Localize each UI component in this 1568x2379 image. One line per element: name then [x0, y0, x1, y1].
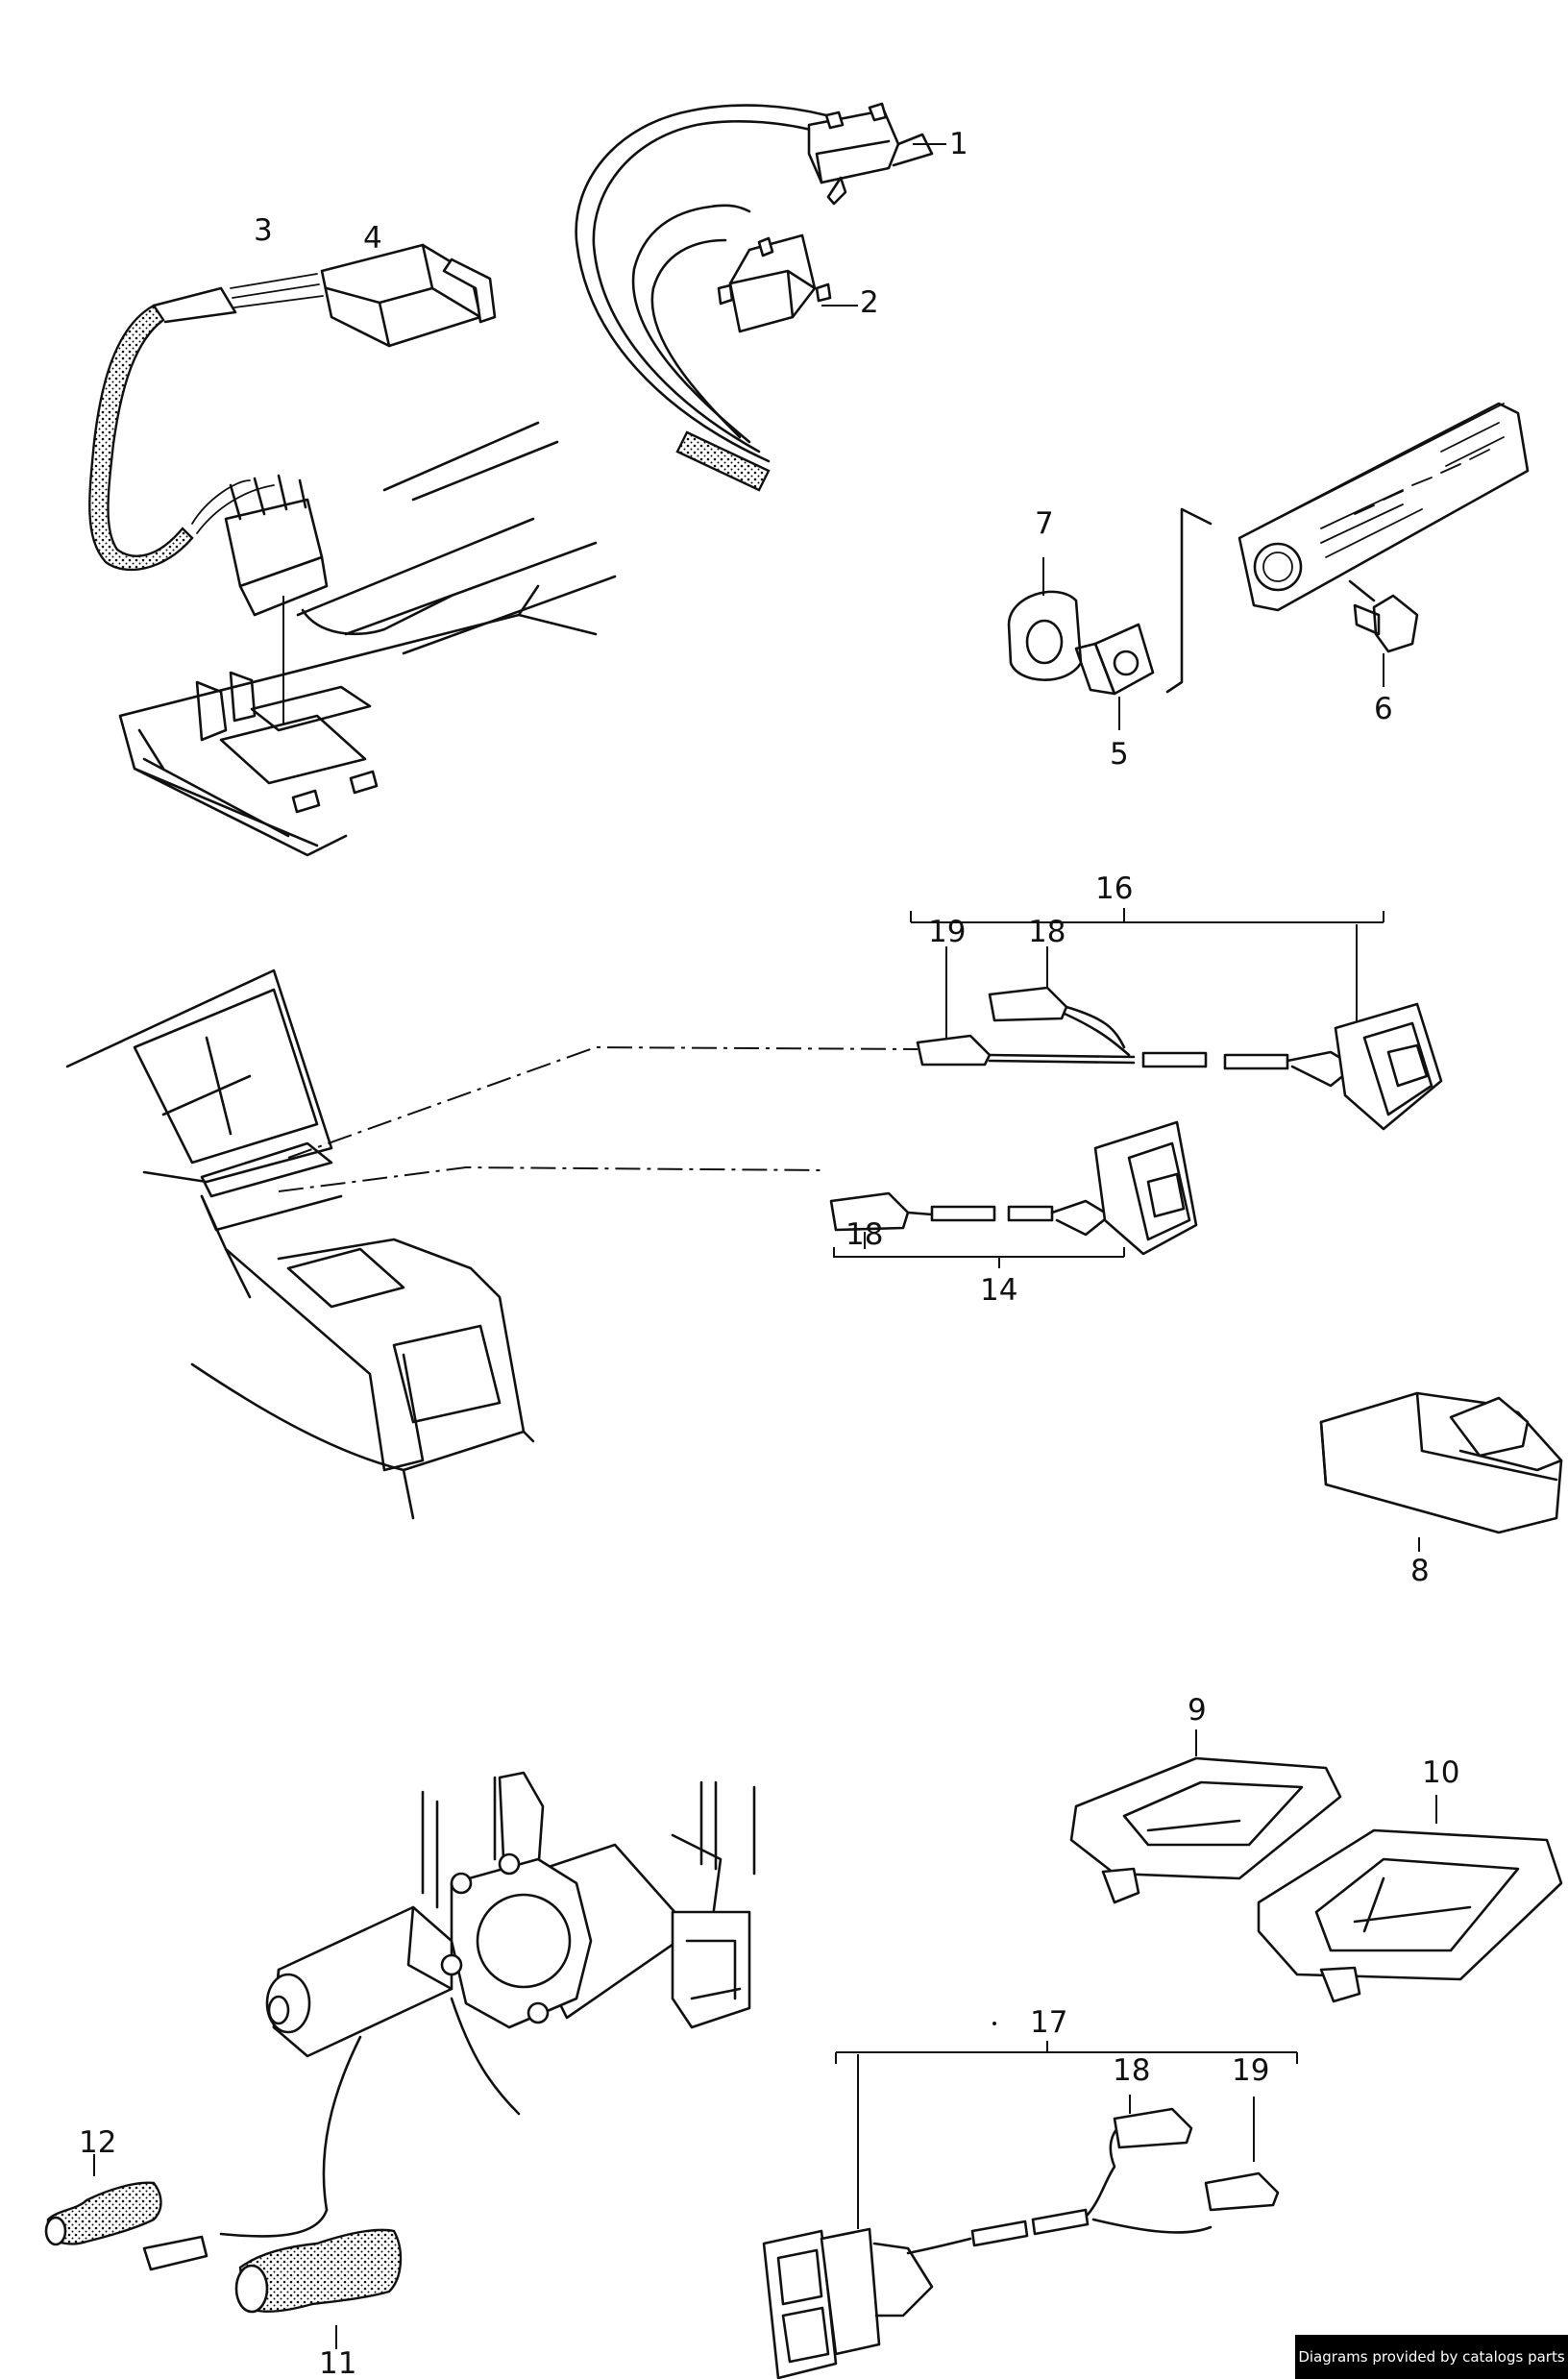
- console-switch-assembly: [88, 243, 617, 857]
- callout-14: 14: [980, 1273, 1017, 1308]
- callout-10: 10: [1422, 1755, 1459, 1790]
- window-motor-assembly: [44, 1771, 756, 2349]
- callout-18-lower: 18: [1113, 2053, 1150, 2088]
- center-console-assembly: [65, 969, 919, 1520]
- callout-labels: 1 2 3 4 5 6 7 8 9 10 11 12 14 16 17 18 1…: [79, 127, 1459, 2379]
- callout-18-upper: 18: [1028, 915, 1066, 949]
- switch-8: [1319, 1391, 1563, 1552]
- callout-3: 3: [254, 213, 273, 248]
- callout-6: 6: [1374, 692, 1393, 726]
- callout-8: 8: [1410, 1554, 1430, 1588]
- callout-4: 4: [363, 221, 382, 256]
- callout-1: 1: [949, 127, 968, 161]
- callout-16: 16: [1095, 871, 1133, 906]
- credit-banner: Diagrams provided by catalogs parts: [1295, 2335, 1568, 2379]
- callout-19-upper: 19: [928, 915, 966, 949]
- trim-frame-10: [1257, 1795, 1563, 2003]
- window-switch-harness-14: [829, 1120, 1198, 1268]
- callout-9: 9: [1188, 1693, 1207, 1728]
- micro-switch-assembly: [575, 102, 946, 492]
- callout-2: 2: [860, 285, 879, 320]
- callout-17: 17: [1030, 2005, 1067, 2040]
- callout-7: 7: [1035, 506, 1054, 541]
- callout-11: 11: [319, 2346, 356, 2379]
- window-switch-harness-16: [910, 908, 1443, 1131]
- window-switch-harness-17: [762, 2022, 1298, 2379]
- climate-panel-assembly: [1007, 402, 1530, 730]
- callout-18-middle: 18: [845, 1217, 883, 1252]
- callout-12: 12: [79, 2125, 116, 2160]
- callout-19-lower: 19: [1232, 2053, 1269, 2088]
- trim-frame-9: [1069, 1729, 1342, 1904]
- callout-5: 5: [1110, 737, 1129, 772]
